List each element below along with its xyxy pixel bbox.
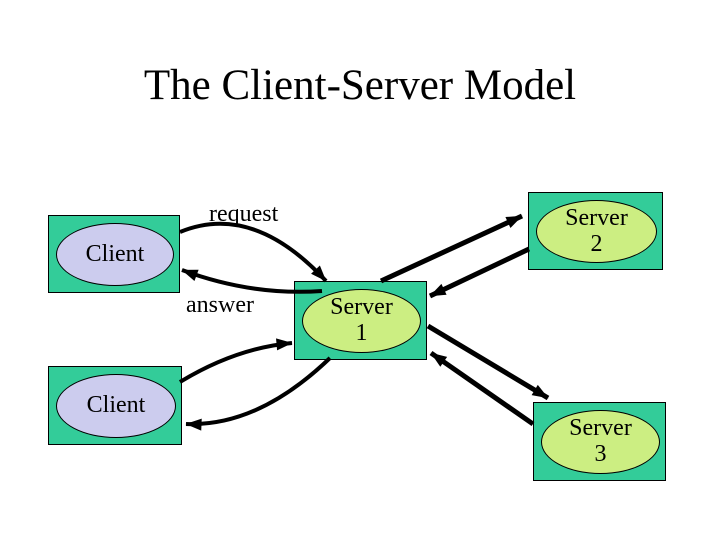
slide-title: The Client-Server Model bbox=[143, 62, 577, 109]
server2-node-box: Server 2 bbox=[528, 192, 663, 270]
client2-node-box: Client bbox=[48, 366, 182, 445]
server3-node-number: 3 bbox=[594, 441, 607, 467]
edge-client1-to-server1-request-arrow bbox=[179, 221, 328, 283]
server2-node-ellipse: Server 2 bbox=[536, 200, 657, 263]
server1-node-label: Server bbox=[330, 294, 393, 321]
server1-node-box: Server 1 bbox=[294, 281, 427, 360]
edge-server2-to-server1-arrow bbox=[428, 246, 531, 299]
client2-node-ellipse: Client bbox=[56, 374, 176, 438]
edge-server1-to-client2-arrow bbox=[185, 356, 332, 431]
edge-server1-to-server2-arrow bbox=[379, 213, 524, 284]
client1-node-box: Client bbox=[48, 215, 180, 293]
request-edge-label: request bbox=[209, 201, 279, 227]
edge-server1-to-server3-arrow bbox=[426, 323, 550, 401]
server2-node-label: Server bbox=[565, 204, 628, 231]
client2-node-label: Client bbox=[86, 392, 146, 419]
answer-edge-label: answer bbox=[186, 292, 254, 318]
client1-node-label: Client bbox=[85, 240, 145, 267]
server2-node-number: 2 bbox=[590, 230, 603, 257]
server3-node-box: Server 3 bbox=[533, 402, 666, 481]
client1-node-ellipse: Client bbox=[56, 223, 174, 286]
server3-node-ellipse: Server 3 bbox=[541, 410, 660, 474]
edge-server3-to-server1-arrow bbox=[429, 350, 535, 427]
server1-node-ellipse: Server 1 bbox=[302, 289, 421, 353]
server3-node-label: Server bbox=[569, 415, 632, 442]
server1-node-number: 1 bbox=[355, 320, 368, 346]
edge-client2-to-server1-arrow bbox=[178, 338, 293, 384]
